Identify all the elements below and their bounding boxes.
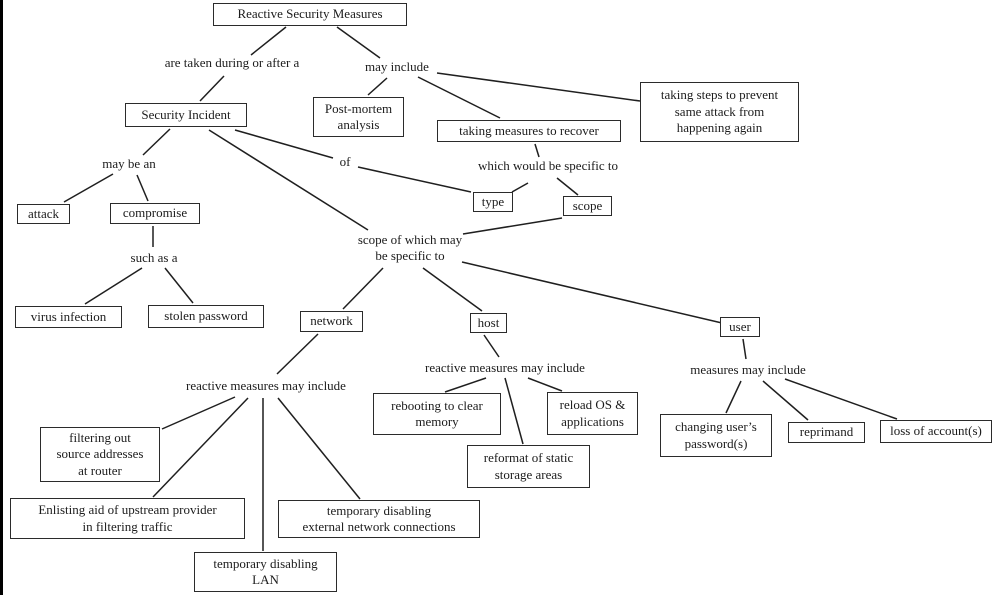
edge-reactivenet-tempexternal xyxy=(277,397,361,500)
edge-reactivenet-filtering xyxy=(161,396,236,430)
edge-securityincident-maybean xyxy=(142,128,171,156)
edge-label-may-include: may include xyxy=(365,59,429,75)
node-type: type xyxy=(473,192,513,212)
edge-reactivenet-enlisting xyxy=(152,397,249,498)
edge-label-scope-of-which-may: scope of which may be specific to xyxy=(357,232,463,263)
edge-mayinclude-postmortem xyxy=(367,77,388,96)
edge-measures-changing xyxy=(725,380,742,414)
node-loss-of-accounts: loss of account(s) xyxy=(880,420,992,443)
edge-network-reactivenet xyxy=(276,333,319,375)
edge-mayinclude-takingsteps xyxy=(436,72,641,102)
edge-rsm-aretaken xyxy=(250,26,287,56)
node-taking-measures-to-recover: taking measures to recover xyxy=(437,120,621,142)
edge-of-type xyxy=(357,166,472,193)
edge-reactivehost-reformat xyxy=(504,377,524,445)
edge-label-measures-may-include: measures may include xyxy=(690,362,806,378)
edge-label-reactive-measures-network: reactive measures may include xyxy=(186,378,346,394)
node-temp-disable-lan: temporary disabling LAN xyxy=(194,552,337,592)
node-reactive-security-measures: Reactive Security Measures xyxy=(213,3,407,26)
node-attack: attack xyxy=(17,204,70,224)
edge-scopeofwhich-user xyxy=(461,261,723,324)
node-reformat-static-storage: reformat of static storage areas xyxy=(467,445,590,488)
edge-scopeofwhich-host xyxy=(422,267,483,312)
edge-label-which-would-be-specific-to: which would be specific to xyxy=(477,158,619,174)
node-scope: scope xyxy=(563,196,612,216)
node-reprimand: reprimand xyxy=(788,422,865,443)
node-changing-users-passwords: changing user’s password(s) xyxy=(660,414,772,457)
node-security-incident: Security Incident xyxy=(125,103,247,127)
edge-measures-lossaccounts xyxy=(784,378,898,420)
edge-label-such-as-a: such as a xyxy=(130,250,178,266)
node-user: user xyxy=(720,317,760,337)
node-host: host xyxy=(470,313,507,333)
edge-suchasa-virusinfection xyxy=(84,267,143,305)
edge-reactivehost-rebooting xyxy=(444,377,487,393)
node-virus-infection: virus infection xyxy=(15,306,122,328)
node-stolen-password: stolen password xyxy=(148,305,264,328)
node-compromise: compromise xyxy=(110,203,200,224)
edge-scopeofwhich-network xyxy=(342,267,384,310)
edge-maybean-attack xyxy=(63,173,114,203)
node-taking-steps-to-prevent: taking steps to prevent same attack from… xyxy=(640,82,799,142)
edge-mayinclude-takingmeasures xyxy=(417,76,501,119)
edge-maybean-compromise xyxy=(136,174,149,202)
node-enlisting-upstream: Enlisting aid of upstream provider in fi… xyxy=(10,498,245,539)
edge-host-reactivehost xyxy=(483,334,500,358)
node-reload-os-applications: reload OS & applications xyxy=(547,392,638,435)
edge-takingmeasures-whichwould xyxy=(534,143,540,158)
scan-left-edge xyxy=(0,0,3,595)
edge-aretaken-securityincident xyxy=(199,75,225,102)
node-rebooting-to-clear-memory: rebooting to clear memory xyxy=(373,393,501,435)
edge-rsm-mayinclude xyxy=(336,26,381,59)
node-network: network xyxy=(300,311,363,332)
edge-suchasa-stolenpassword xyxy=(164,267,194,304)
node-temp-disable-external: temporary disabling external network con… xyxy=(278,500,480,538)
edge-label-reactive-measures-host: reactive measures may include xyxy=(425,360,585,376)
edge-label-of: of xyxy=(339,154,351,170)
edge-securityincident-scopeofwhich xyxy=(208,129,369,231)
edge-whichwould-type xyxy=(511,182,529,193)
node-post-mortem-analysis: Post-mortem analysis xyxy=(313,97,404,137)
edge-user-measures xyxy=(742,338,747,360)
edge-label-may-be-an: may be an xyxy=(102,156,156,172)
edge-reactivehost-reloados xyxy=(527,377,563,392)
edge-whichwould-scope xyxy=(556,177,579,196)
node-filtering-out-source: filtering out source addresses at router xyxy=(40,427,160,482)
edge-label-are-taken-during-or-after-a: are taken during or after a xyxy=(164,55,300,71)
edge-securityincident-of xyxy=(234,129,334,159)
edge-measures-reprimand xyxy=(762,380,809,421)
edge-scope-scopeofwhich xyxy=(462,217,563,235)
